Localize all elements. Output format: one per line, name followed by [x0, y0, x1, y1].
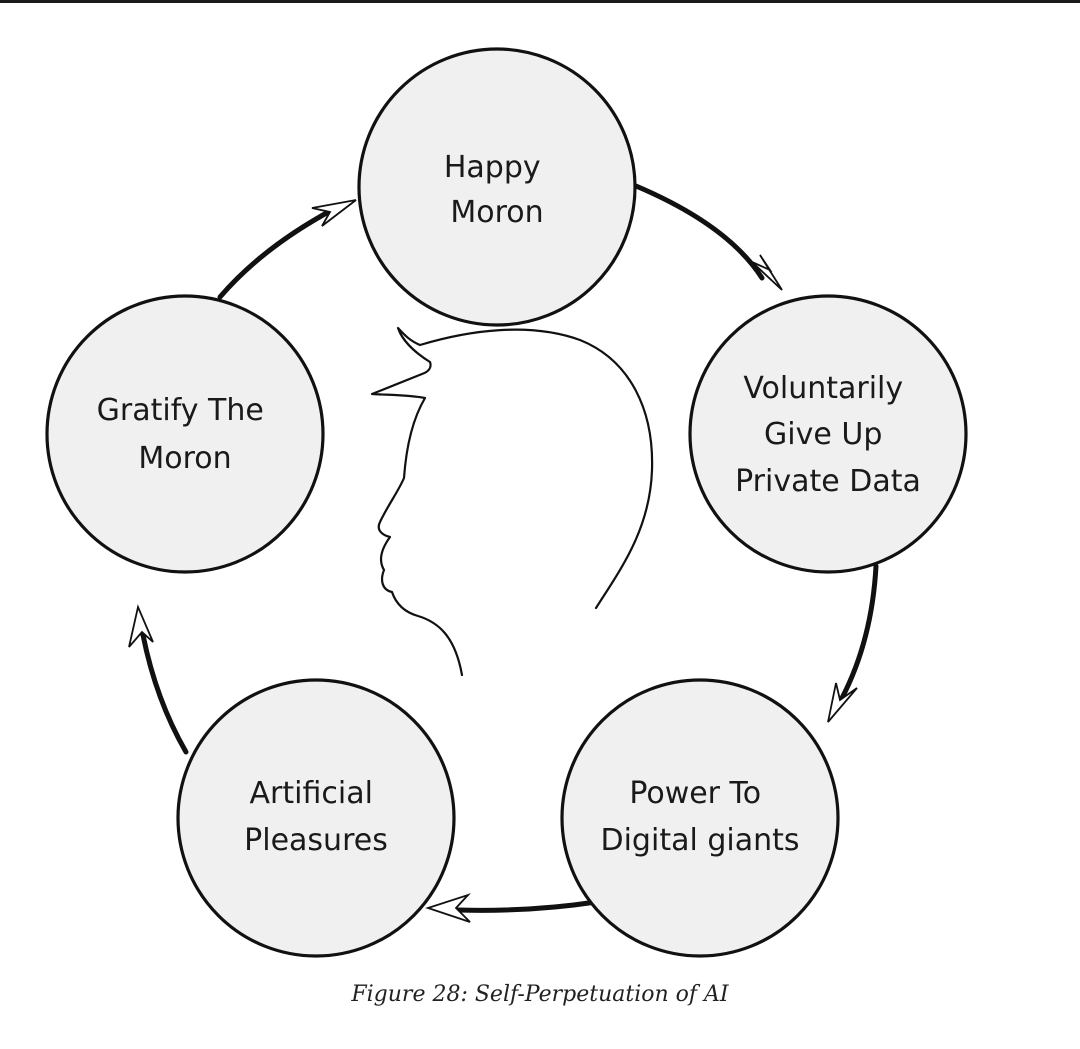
- node-label-line: Moron: [138, 441, 231, 476]
- arrow-artificial-to-gratify: [140, 632, 189, 755]
- node-label-line: Gratify The: [97, 393, 264, 428]
- node-label-line: Private Data: [735, 464, 921, 499]
- svg-text:Happy Moron: Happy Moron: [444, 150, 550, 230]
- node-voluntarily-give-up-private-data: Voluntarily Give Up Private Data: [688, 294, 968, 574]
- svg-text:Power To Digital giants: Power To Digital giants: [601, 776, 800, 858]
- arrowhead-power-to-artificial: [425, 893, 471, 923]
- cycle-arrows: [128, 183, 879, 923]
- node-happy-moron: Happy Moron: [357, 47, 637, 327]
- svg-text:Voluntarily Give Up: Voluntarily Give Up Private Data: [735, 371, 921, 499]
- arrowhead-happy-to-voluntarily: [751, 254, 783, 291]
- node-label-line: Give Up: [764, 417, 882, 452]
- arrowhead-artificial-to-gratify: [128, 604, 154, 648]
- arrow-happy-to-voluntarily: [633, 183, 765, 281]
- svg-text:Artificial Pleasures: Artificial Pleasures: [244, 776, 388, 858]
- top-rule: [0, 0, 1080, 3]
- node-label-line: Moron: [450, 195, 543, 230]
- node-label-line: Happy: [444, 150, 541, 185]
- node-artificial-pleasures: Artificial Pleasures: [176, 678, 456, 958]
- svg-text:Gratify The Moron: Gratify The Moron: [97, 393, 274, 476]
- figure-caption: Figure 28: Self-Perpetuation of AI: [351, 982, 729, 1007]
- node-label-line: Power To: [629, 776, 761, 811]
- arrowhead-voluntarily-to-power: [827, 682, 858, 723]
- node-label-line: Artificial: [250, 776, 373, 811]
- node-label-line: Digital giants: [601, 823, 800, 858]
- arrow-gratify-to-happy: [217, 207, 335, 300]
- head-silhouette-icon: [370, 326, 654, 677]
- arrow-power-to-artificial: [455, 899, 599, 913]
- node-label-line: Pleasures: [244, 823, 388, 858]
- node-label-line: Voluntarily: [743, 371, 903, 406]
- arrowhead-gratify-to-happy: [311, 199, 357, 227]
- node-power-to-digital-giants: Power To Digital giants: [560, 678, 840, 958]
- node-gratify-the-moron: Gratify The Moron: [45, 294, 325, 574]
- arrow-voluntarily-to-power: [839, 563, 879, 701]
